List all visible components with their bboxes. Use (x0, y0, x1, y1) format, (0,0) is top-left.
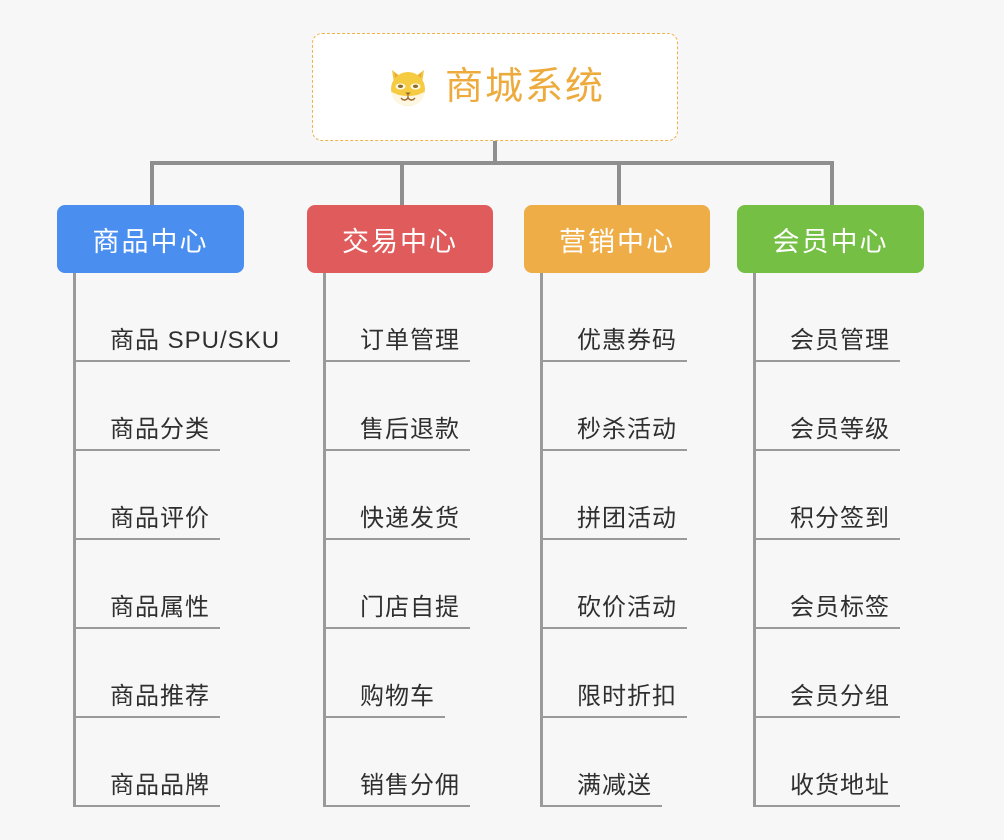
connector-drop-branch-4 (830, 161, 834, 209)
leaf-item-label: 购物车 (326, 683, 445, 718)
leaf-item-label: 砍价活动 (543, 594, 687, 629)
root-node-mall-system[interactable]: 商城系统 (312, 33, 678, 141)
branch-leaf-list-trade: 订单管理 售后退款 快递发货 门店自提 购物车 销售分佣 (323, 273, 557, 807)
leaf-item[interactable]: 优惠券码 (543, 273, 774, 362)
branch-header-trade[interactable]: 交易中心 (307, 205, 493, 273)
leaf-item[interactable]: 会员分组 (756, 629, 987, 718)
leaf-item-label: 拼团活动 (543, 505, 687, 540)
leaf-item[interactable]: 会员管理 (756, 273, 987, 362)
leaf-item-label: 商品 SPU/SKU (76, 327, 291, 362)
leaf-item[interactable]: 砍价活动 (543, 540, 774, 629)
leaf-item-label: 会员等级 (756, 416, 900, 451)
leaf-item-label: 快递发货 (326, 505, 470, 540)
leaf-item-label: 限时折扣 (543, 683, 687, 718)
leaf-item-label: 积分签到 (756, 505, 900, 540)
leaf-item[interactable]: 购物车 (326, 629, 557, 718)
leaf-item-label: 商品评价 (76, 505, 220, 540)
root-node-title: 商城系统 (444, 66, 605, 108)
leaf-item[interactable]: 商品分类 (76, 362, 313, 451)
leaf-item-label: 收货地址 (756, 772, 900, 807)
branch-header-member[interactable]: 会员中心 (737, 205, 924, 273)
leaf-item[interactable]: 快递发货 (326, 451, 557, 540)
branch-header-label: 交易中心 (342, 226, 458, 257)
leaf-item[interactable]: 售后退款 (326, 362, 557, 451)
leaf-item-label: 商品推荐 (76, 683, 220, 718)
connector-drop-branch-1 (150, 161, 154, 209)
branch-leaf-list-member: 会员管理 会员等级 积分签到 会员标签 会员分组 收货地址 (753, 273, 987, 807)
leaf-item-label: 会员分组 (756, 683, 900, 718)
leaf-item[interactable]: 商品 SPU/SKU (76, 273, 313, 362)
leaf-item-label: 商品品牌 (76, 772, 220, 807)
leaf-item-label: 会员管理 (756, 327, 900, 362)
leaf-item-label: 销售分佣 (326, 772, 470, 807)
leaf-item-label: 售后退款 (326, 416, 470, 451)
branch-header-product[interactable]: 商品中心 (57, 205, 244, 273)
shiba-dog-face-icon (385, 64, 431, 110)
leaf-item-label: 秒杀活动 (543, 416, 687, 451)
leaf-item[interactable]: 订单管理 (326, 273, 557, 362)
leaf-item-label: 订单管理 (326, 327, 470, 362)
connector-root-stem (493, 141, 497, 163)
leaf-item-label: 满减送 (543, 772, 662, 807)
connector-drop-branch-3 (617, 161, 621, 209)
leaf-item[interactable]: 会员标签 (756, 540, 987, 629)
connector-horizontal-bar (150, 161, 834, 165)
leaf-item[interactable]: 门店自提 (326, 540, 557, 629)
leaf-item-label: 门店自提 (326, 594, 470, 629)
leaf-item[interactable]: 商品推荐 (76, 629, 313, 718)
leaf-item-label: 优惠券码 (543, 327, 687, 362)
leaf-item[interactable]: 拼团活动 (543, 451, 774, 540)
branch-header-label: 会员中心 (772, 226, 889, 257)
leaf-item[interactable]: 限时折扣 (543, 629, 774, 718)
leaf-item[interactable]: 会员等级 (756, 362, 987, 451)
connector-drop-branch-2 (400, 161, 404, 209)
branch-column-marketing: 营销中心 优惠券码 秒杀活动 拼团活动 砍价活动 限时折扣 满减送 (524, 205, 774, 807)
leaf-item[interactable]: 商品属性 (76, 540, 313, 629)
leaf-item[interactable]: 积分签到 (756, 451, 987, 540)
leaf-item-label: 商品属性 (76, 594, 220, 629)
leaf-item[interactable]: 满减送 (543, 718, 774, 807)
leaf-item[interactable]: 收货地址 (756, 718, 987, 807)
branch-header-marketing[interactable]: 营销中心 (524, 205, 710, 273)
branch-column-member: 会员中心 会员管理 会员等级 积分签到 会员标签 会员分组 收货地址 (737, 205, 987, 807)
leaf-item[interactable]: 商品评价 (76, 451, 313, 540)
leaf-item[interactable]: 秒杀活动 (543, 362, 774, 451)
branch-leaf-list-marketing: 优惠券码 秒杀活动 拼团活动 砍价活动 限时折扣 满减送 (540, 273, 774, 807)
branch-header-label: 营销中心 (559, 226, 675, 257)
branch-column-trade: 交易中心 订单管理 售后退款 快递发货 门店自提 购物车 销售分佣 (307, 205, 557, 807)
leaf-item-label: 会员标签 (756, 594, 900, 629)
leaf-item[interactable]: 商品品牌 (76, 718, 313, 807)
branch-column-product: 商品中心 商品 SPU/SKU 商品分类 商品评价 商品属性 商品推荐 商品品牌 (57, 205, 313, 807)
branch-header-label: 商品中心 (92, 226, 209, 257)
leaf-item[interactable]: 销售分佣 (326, 718, 557, 807)
leaf-item-label: 商品分类 (76, 416, 220, 451)
branch-leaf-list-product: 商品 SPU/SKU 商品分类 商品评价 商品属性 商品推荐 商品品牌 (73, 273, 313, 807)
